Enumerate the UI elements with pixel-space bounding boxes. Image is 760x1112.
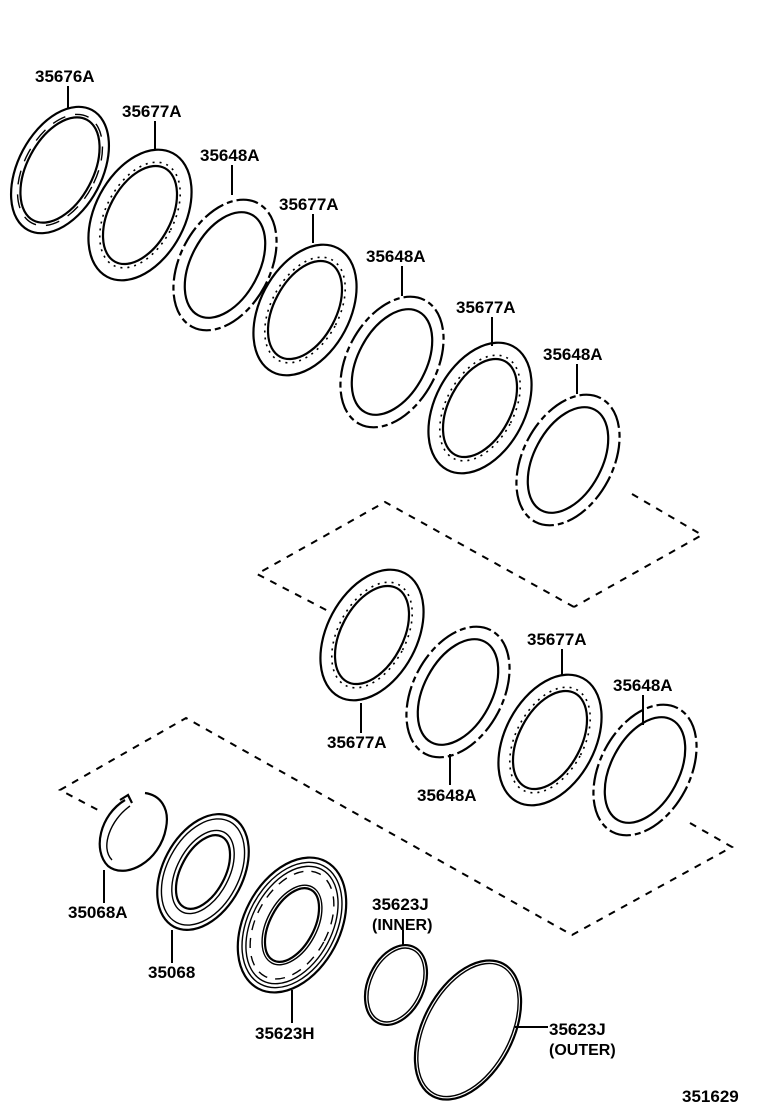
- figure-number: 351629: [682, 1087, 739, 1106]
- dashed-continuation-box-lower: [57, 716, 735, 937]
- callout-35648a[interactable]: 35648A: [200, 146, 260, 195]
- callout-35648a[interactable]: 35648A: [417, 754, 477, 805]
- part-35068-return-spring[interactable]: [139, 798, 268, 945]
- part-number-label: 35677A: [279, 195, 339, 214]
- part-35677a-disc-3[interactable]: [407, 325, 552, 491]
- part-number-label: 35648A: [417, 786, 477, 805]
- part-number-label: 35623H: [255, 1024, 315, 1043]
- part-number-label: 35677A: [527, 630, 587, 649]
- dashed-continuation-box-upper: [573, 493, 705, 608]
- callout-35677a[interactable]: 35677A: [327, 703, 387, 752]
- callout-35677a[interactable]: 35677A: [456, 298, 516, 346]
- part-35623j-inner-o-ring[interactable]: [353, 935, 439, 1035]
- callout-35676a[interactable]: 35676A: [35, 67, 95, 108]
- part-qualifier-label: (INNER): [372, 917, 432, 934]
- part-number-label: 35068A: [68, 903, 128, 922]
- part-35648a-plate-1[interactable]: [152, 182, 297, 348]
- part-35648a-plate-2[interactable]: [319, 279, 464, 445]
- part-35648a-plate-4[interactable]: [385, 609, 530, 775]
- part-number-label: 35648A: [543, 345, 603, 364]
- callout-35623j[interactable]: 35623J (OUTER): [549, 1020, 616, 1059]
- part-35677a-disc-4[interactable]: [299, 552, 444, 718]
- callout-labels: 35676A 35677A 35648A 35677A 35648A 35677A 3564…: [35, 67, 673, 1059]
- part-35623h-piston[interactable]: [216, 839, 368, 1011]
- part-35677a-disc-1[interactable]: [67, 132, 212, 298]
- callout-35068[interactable]: 35068: [148, 930, 195, 982]
- callout-35648a[interactable]: 35648A: [543, 345, 603, 394]
- part-number-label: 35677A: [122, 102, 182, 121]
- part-number-label: 35676A: [35, 67, 95, 86]
- part-number-label: 35648A: [613, 676, 673, 695]
- callout-35648a[interactable]: 35648A: [366, 247, 426, 296]
- part-35676a-flange-plate[interactable]: [0, 90, 129, 250]
- callout-35068a[interactable]: 35068A: [68, 870, 128, 922]
- callout-35677a[interactable]: 35677A: [122, 102, 182, 150]
- callout-35677a[interactable]: 35677A: [279, 195, 339, 243]
- part-35068a-snap-ring[interactable]: [98, 791, 168, 872]
- part-35677a-disc-5[interactable]: [477, 657, 622, 823]
- dashed-continuation-box-middle: [254, 500, 575, 613]
- part-number-label: 35648A: [200, 146, 260, 165]
- callout-35623h[interactable]: 35623H: [255, 990, 315, 1043]
- callout-35648a[interactable]: 35648A: [613, 676, 673, 725]
- callout-35623j[interactable]: 35623J (INNER): [372, 895, 432, 945]
- part-number-label: 35623J: [549, 1020, 606, 1039]
- part-number-label: 35677A: [327, 733, 387, 752]
- part-35648a-plate-5[interactable]: [572, 687, 717, 853]
- part-number-label: 35677A: [456, 298, 516, 317]
- callout-35677a[interactable]: 35677A: [527, 630, 587, 676]
- part-number-label: 35623J: [372, 895, 429, 914]
- part-35648a-plate-3[interactable]: [495, 377, 640, 543]
- part-qualifier-label: (OUTER): [549, 1042, 616, 1059]
- part-35623j-outer-o-ring[interactable]: [393, 943, 543, 1112]
- part-35677a-disc-2[interactable]: [232, 227, 377, 393]
- part-number-label: 35648A: [366, 247, 426, 266]
- part-number-label: 35068: [148, 963, 195, 982]
